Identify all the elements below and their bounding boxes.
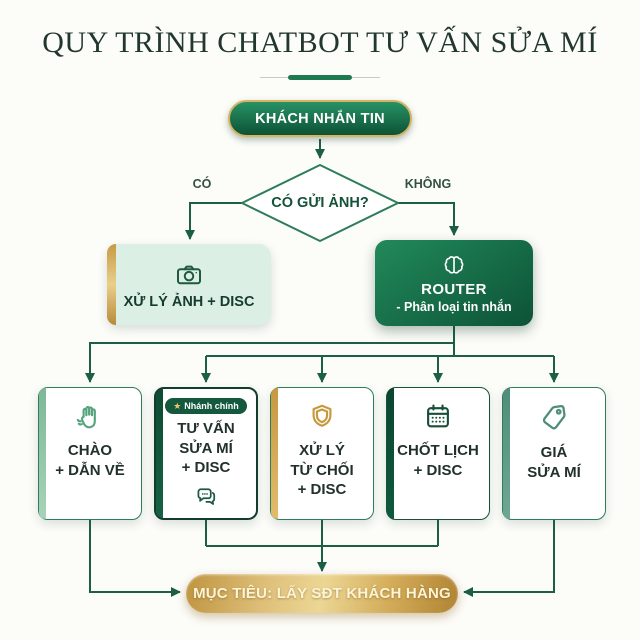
image-processing-node: XỬ LÝ ẢNH + DISC [107,244,271,325]
edge-decision-yes [185,202,243,240]
branch-booking-label: CHỐT LỊCH + DISC [397,442,479,479]
branch-consult: ★ Nhánh chính TƯ VẤN SỬA MÍ + DISC [154,387,258,520]
edge-greeting-to-goal [89,520,181,597]
branch-booking: CHỐT LỊCH + DISC [386,387,490,520]
branch-price: GIÁ SỬA MÍ [502,387,606,520]
waving-hand-icon [76,406,96,429]
decision-yes-label: CÓ [192,177,212,191]
branch-objection-label: XỬ LÝ TỪ CHỐI + DISC [290,442,354,498]
brain-icon [444,255,464,274]
title-divider [260,75,380,80]
branch-booking-accent-bar [387,388,394,519]
image-processing-label: XỬ LÝ ẢNH + DISC [123,293,255,310]
branch-consult-label: TƯ VẤN SỬA MÍ + DISC [177,420,235,476]
camera-icon [177,265,202,284]
router-node: ROUTER - Phân loại tin nhắn [375,240,533,326]
edge-decision-no [397,202,459,236]
goal-node: MỤC TIÊU: LẤY SĐT KHÁCH HÀNG [186,574,458,613]
main-branch-badge-label: Nhánh chính [184,401,239,411]
image-processing-accent-bar [107,244,116,325]
edge-bus-upper [85,342,454,383]
branch-greeting-label: CHÀO + DẪN VỀ [55,442,125,479]
router-description: - Phân loại tin nhắn [396,299,512,314]
edge-price-to-goal [463,520,555,597]
shield-icon [312,404,332,427]
branch-greeting: CHÀO + DẪN VỀ [38,387,142,520]
goal-label: MỤC TIÊU: LẤY SĐT KHÁCH HÀNG [193,585,451,602]
branch-consult-accent-bar [156,389,163,518]
router-label: ROUTER [421,280,487,298]
decision-node: CÓ GỬI ẢNH? [271,195,369,211]
decision-no-label: KHÔNG [404,177,452,191]
branch-objection: XỬ LÝ TỪ CHỐI + DISC [270,387,374,520]
branch-price-label: GIÁ SỬA MÍ [527,444,581,481]
title-divider-accent [288,75,352,80]
start-node-label: KHÁCH NHẮN TIN [255,110,385,127]
branch-price-accent-bar [503,388,510,519]
branch-greeting-accent-bar [39,388,46,519]
main-branch-badge: ★ Nhánh chính [165,398,247,414]
calendar-icon [427,404,449,428]
chat-bubbles-icon [197,487,216,505]
start-node: KHÁCH NHẮN TIN [228,100,412,137]
star-icon: ★ [173,400,182,411]
branch-objection-accent-bar [271,388,278,519]
price-tag-icon [542,405,566,430]
page-title: QUY TRÌNH CHATBOT TƯ VẤN SỬA MÍ [42,26,598,59]
